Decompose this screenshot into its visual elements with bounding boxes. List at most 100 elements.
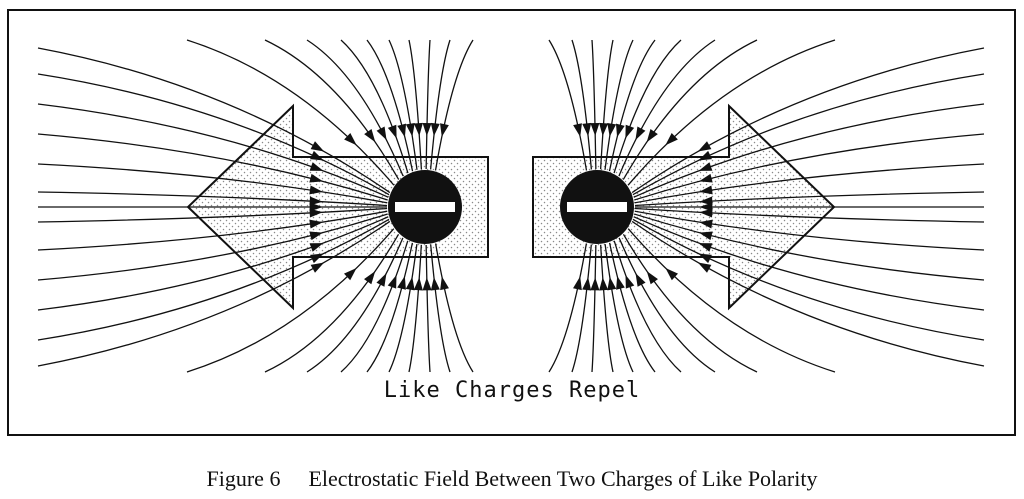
right-field-line bbox=[591, 244, 597, 373]
right-field-line bbox=[633, 103, 985, 198]
right-field-arrowhead bbox=[615, 123, 625, 138]
left-field-line bbox=[388, 244, 418, 373]
right-field-arrowhead bbox=[646, 128, 658, 143]
right-field-arrowhead bbox=[698, 243, 713, 252]
left-field-arrowhead bbox=[376, 126, 387, 141]
right-minus-sign bbox=[567, 202, 627, 212]
left-field-arrowhead bbox=[344, 268, 357, 281]
left-field-arrowhead bbox=[422, 122, 432, 137]
right-field-arrowhead bbox=[699, 208, 713, 218]
left-field-arrowhead bbox=[309, 208, 323, 218]
left-field-arrowhead bbox=[405, 123, 415, 137]
right-field-line bbox=[613, 39, 682, 174]
right-field-line bbox=[632, 73, 985, 196]
right-field-line bbox=[632, 218, 985, 341]
left-field-line bbox=[306, 237, 404, 373]
left-field-line bbox=[408, 244, 422, 373]
left-field-line bbox=[37, 133, 388, 201]
caption-number: Figure 6 bbox=[206, 466, 281, 491]
right-field-line bbox=[634, 163, 985, 204]
left-field-arrowhead bbox=[310, 141, 325, 152]
left-field-arrowhead bbox=[397, 276, 406, 290]
left-field-arrowhead bbox=[397, 123, 407, 138]
left-field-line bbox=[37, 220, 391, 367]
right-field-arrowhead bbox=[699, 196, 713, 206]
caption-title: Electrostatic Field Between Two Charges … bbox=[308, 466, 818, 491]
right-field-line bbox=[618, 237, 716, 373]
right-field-line bbox=[627, 39, 836, 186]
left-field-line bbox=[366, 39, 414, 172]
left-field-line bbox=[388, 39, 418, 170]
left-field-arrowhead bbox=[413, 277, 423, 291]
right-field-arrowhead bbox=[590, 277, 600, 291]
right-field-arrowhead bbox=[599, 277, 609, 291]
right-field-line bbox=[631, 47, 985, 194]
right-field-line bbox=[600, 244, 614, 373]
right-field-line bbox=[548, 39, 588, 171]
right-field-arrowhead bbox=[697, 262, 712, 273]
right-field-line bbox=[608, 242, 656, 373]
left-field-arrowhead bbox=[413, 122, 423, 137]
right-field-arrowhead bbox=[699, 185, 713, 195]
left-field-line bbox=[306, 39, 404, 177]
left-field-line bbox=[340, 240, 409, 373]
left-field-arrowhead bbox=[440, 276, 449, 291]
right-field-line bbox=[634, 210, 985, 251]
left-field-arrowhead bbox=[310, 150, 324, 161]
diagram-border bbox=[7, 9, 1016, 436]
right-field-arrowhead bbox=[590, 122, 600, 137]
left-field-arrowhead bbox=[309, 231, 324, 241]
left-field-arrowhead bbox=[309, 219, 323, 229]
right-field-line bbox=[604, 39, 634, 170]
left-field-line bbox=[429, 39, 451, 170]
right-field-arrowhead bbox=[607, 276, 617, 291]
left-field-line bbox=[340, 39, 409, 174]
right-field-line bbox=[608, 39, 656, 172]
right-field-arrowhead bbox=[698, 150, 712, 161]
right-field-arrowhead bbox=[616, 276, 625, 290]
left-field-line bbox=[37, 218, 390, 341]
right-field-arrowhead bbox=[635, 273, 646, 287]
left-field-line bbox=[366, 242, 414, 373]
left-field-line bbox=[37, 213, 388, 281]
left-field-arrowhead bbox=[440, 123, 449, 137]
right-field-line bbox=[622, 39, 758, 180]
left-field-line bbox=[37, 163, 388, 204]
right-field-arrowhead bbox=[573, 123, 582, 137]
right-field-arrowhead bbox=[699, 202, 713, 212]
left-field-arrowhead bbox=[364, 128, 376, 143]
left-minus-sign bbox=[395, 202, 455, 212]
left-field-arrowhead bbox=[310, 253, 324, 264]
left-field-arrowhead bbox=[364, 271, 376, 285]
right-field-line bbox=[634, 133, 985, 201]
right-field-line bbox=[591, 39, 597, 170]
left-field-line bbox=[186, 39, 395, 186]
right-field-line bbox=[627, 228, 836, 373]
right-field-arrowhead bbox=[635, 126, 646, 141]
left-field-line bbox=[264, 233, 400, 373]
right-field-arrowhead bbox=[698, 173, 713, 183]
left-field-arrowhead bbox=[376, 273, 387, 287]
right-field-line bbox=[634, 213, 985, 281]
left-field-line bbox=[37, 47, 391, 194]
left-field-arrowhead bbox=[309, 185, 323, 195]
right-field-arrowhead bbox=[699, 219, 713, 229]
right-field-arrowhead bbox=[582, 277, 592, 291]
right-field-arrowhead bbox=[599, 122, 609, 137]
right-field-arrowhead bbox=[625, 274, 635, 289]
right-field-arrowhead bbox=[607, 123, 617, 137]
right-negative-charge bbox=[560, 170, 634, 244]
left-field-line bbox=[264, 39, 400, 180]
left-field-arrowhead bbox=[310, 262, 325, 273]
left-field-arrowhead bbox=[309, 243, 324, 252]
left-field-line bbox=[37, 73, 390, 196]
right-field-arrowhead bbox=[698, 231, 713, 241]
right-field-line bbox=[631, 220, 985, 367]
right-field-arrowhead bbox=[698, 253, 712, 264]
left-field-line bbox=[37, 210, 388, 251]
right-field-line bbox=[634, 191, 985, 207]
left-field-arrowhead bbox=[309, 196, 323, 206]
right-field-line bbox=[634, 207, 985, 223]
left-field-line bbox=[37, 207, 388, 223]
